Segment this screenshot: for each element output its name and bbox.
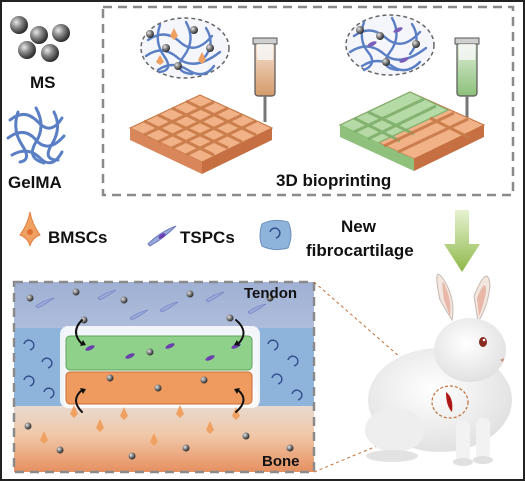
bmscs-label: BMSCs <box>48 228 108 247</box>
tendon-label: Tendon <box>244 285 297 302</box>
interface-panel <box>12 280 316 474</box>
new-fibrocartilage-label-line1: New <box>341 217 377 236</box>
orange-scaffold <box>128 94 274 174</box>
down-arrow-icon <box>444 210 480 272</box>
ms-spheres-icon <box>10 16 70 62</box>
rabbit-illustration <box>365 273 512 466</box>
bilayer-scaffold <box>338 91 486 171</box>
fibrocartilage-icon <box>259 219 292 251</box>
ms-label: MS <box>30 73 56 92</box>
gelma-network-icon <box>6 106 66 165</box>
syringe-left-icon <box>252 37 278 122</box>
new-fibrocartilage-label-line2: fibrocartilage <box>306 241 414 260</box>
composite-hydrogel-bubble-right <box>345 14 435 76</box>
bone-label: Bone <box>262 453 300 470</box>
gelma-label: GelMA <box>8 173 62 192</box>
tspcs-label: TSPCs <box>180 228 235 247</box>
bioprinting-label: 3D bioprinting <box>276 171 391 190</box>
syringe-right-icon <box>454 37 480 120</box>
composite-hydrogel-bubble-left <box>140 17 230 79</box>
tspcs-cell-icon <box>147 225 177 247</box>
bioprinting-panel <box>101 5 515 197</box>
bmscs-cell-icon <box>19 211 41 247</box>
